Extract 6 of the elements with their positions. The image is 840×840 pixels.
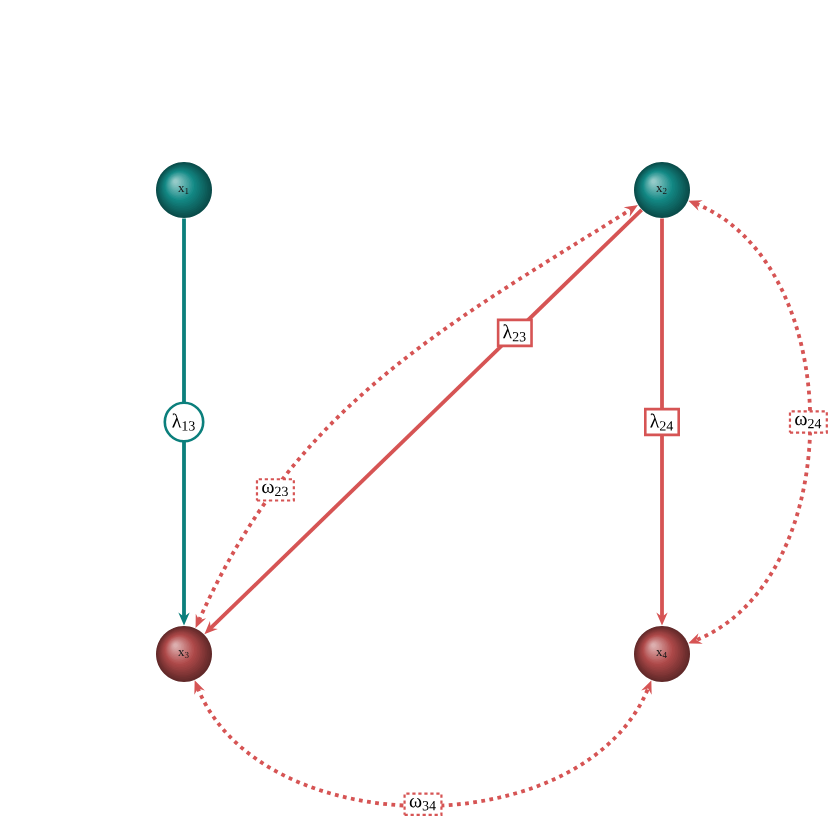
edge-label: ω$_{23}$ [255,478,295,502]
edge-label: ω$_{34}$ [403,792,443,816]
edge-label: λ$_{23}$ [496,318,533,348]
edge-label: λ$_{24}$ [644,407,680,437]
edge-label: λ$_{13}$ [163,401,205,443]
edge-label: ω$_{24}$ [788,410,828,434]
